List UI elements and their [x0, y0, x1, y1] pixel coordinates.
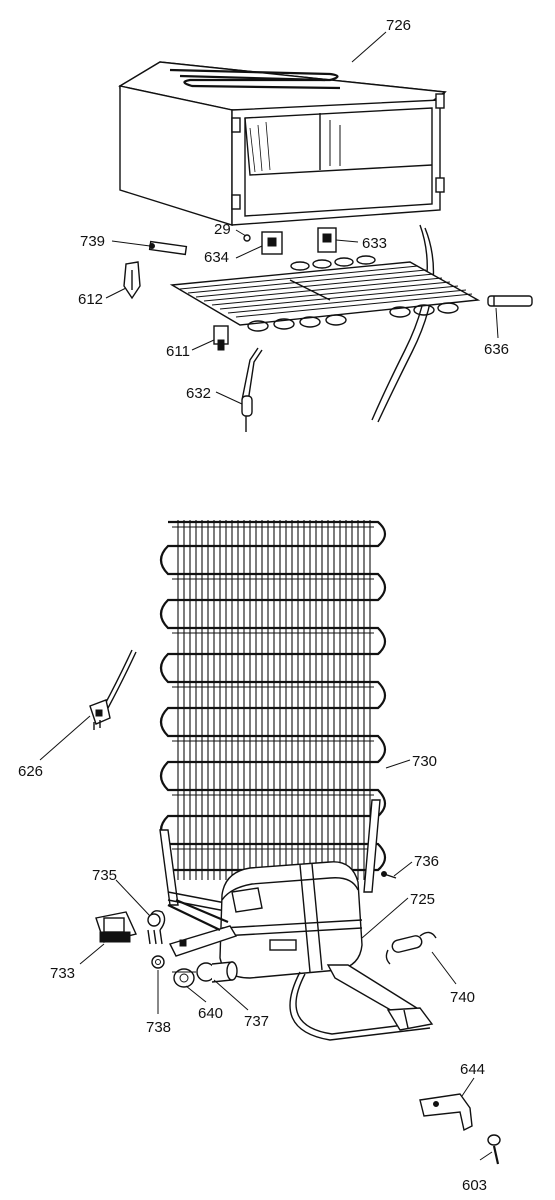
screw-603 [487, 1134, 501, 1165]
label-739: 739 [80, 233, 105, 250]
mount-channel [167, 898, 238, 957]
label-726: 726 [386, 17, 411, 34]
shelf-clip-636 [487, 295, 533, 307]
clip-611 [213, 325, 229, 351]
label-725: 725 [410, 891, 435, 908]
label-603: 603 [462, 1177, 487, 1194]
bracket-633 [317, 227, 337, 253]
drier-740 [385, 931, 437, 965]
bracket-644 [419, 1093, 473, 1132]
evaporator-shelf [169, 255, 481, 332]
freezer-compartment-726 [118, 61, 447, 423]
label-733: 733 [50, 965, 75, 982]
leader-lines [39, 31, 499, 1161]
condenser-730 [159, 520, 387, 880]
grommet-738 [151, 955, 165, 969]
label-633: 633 [362, 235, 387, 252]
label-612: 612 [78, 291, 103, 308]
label-738: 738 [146, 1019, 171, 1036]
sensor-tube-632 [241, 347, 263, 432]
relay-735 [147, 910, 166, 945]
label-611: 611 [166, 343, 190, 360]
relay-cover-733 [95, 911, 137, 943]
compressor-725 [219, 861, 434, 1041]
label-735: 735 [92, 867, 117, 884]
spacer-737 [196, 961, 238, 983]
label-29: 29 [214, 221, 231, 238]
clip-739 [148, 240, 188, 256]
label-737: 737 [244, 1013, 269, 1030]
label-632: 632 [186, 385, 211, 402]
label-740: 740 [450, 989, 475, 1006]
thermostat-bracket-634 [261, 231, 283, 255]
part-labels: 726 29 739 633 634 612 636 611 632 626 7… [18, 17, 509, 1194]
label-626: 626 [18, 763, 43, 780]
label-640: 640 [198, 1005, 223, 1022]
label-636: 636 [484, 341, 509, 358]
label-730: 730 [412, 753, 437, 770]
label-736: 736 [414, 853, 439, 870]
grommet-640 [172, 968, 196, 988]
screw-736 [381, 871, 397, 879]
power-cord-626 [89, 649, 137, 730]
screw-29 [243, 234, 251, 242]
clip-612 [123, 261, 141, 300]
label-644: 644 [460, 1061, 485, 1078]
label-634: 634 [204, 249, 229, 266]
